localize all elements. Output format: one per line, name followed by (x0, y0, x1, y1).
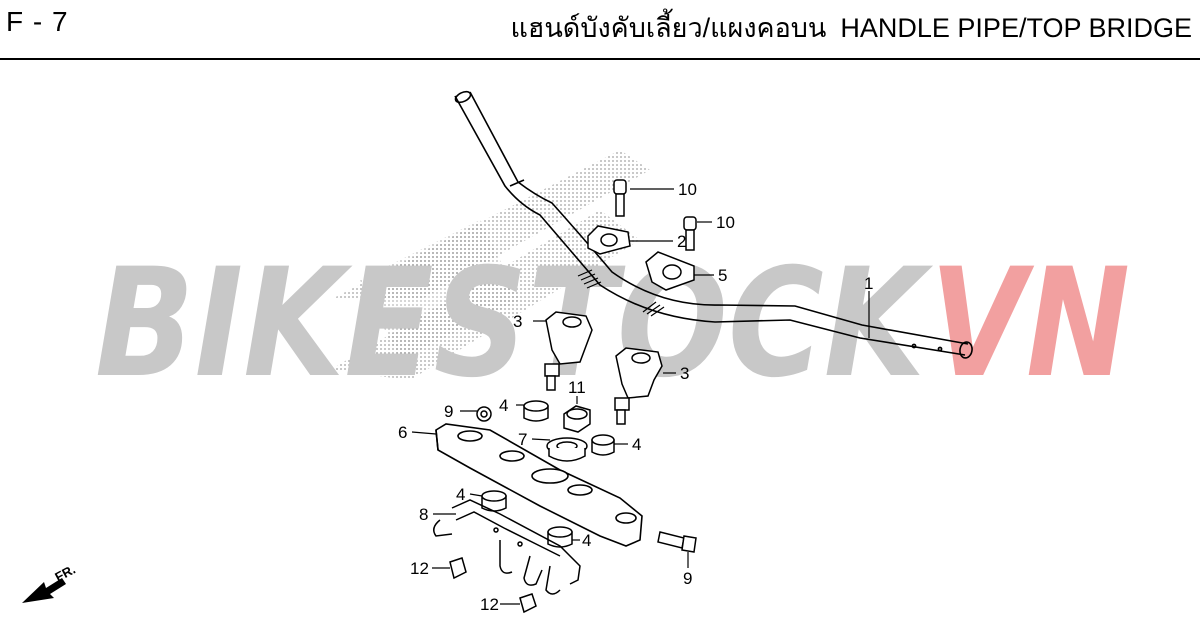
cushion-4-d (547, 526, 573, 548)
top-bridge-6 (435, 423, 643, 547)
page-title-english: HANDLE PIPE/TOP BRIDGE (840, 13, 1192, 43)
callout-8: 8 (419, 505, 428, 524)
callout-labels: 10 10 2 5 1 3 3 11 4 9 6 7 4 4 8 4 9 12 … (398, 180, 873, 614)
callout-9-upper: 9 (444, 402, 453, 421)
stipple-watermark (330, 150, 650, 380)
page-code: F - 7 (6, 6, 69, 37)
callout-4-b: 4 (632, 435, 641, 454)
leader-lines (411, 188, 870, 605)
callout-3-left: 3 (513, 312, 522, 331)
callout-7: 7 (518, 430, 527, 449)
clip-nut-12-a (449, 557, 467, 580)
callout-12-b: 12 (480, 595, 499, 614)
page-title-thai: แฮนด์บังคับเลี้ยว/แผงคอบน (510, 13, 827, 43)
lower-holder-3-right (614, 347, 663, 425)
clip-nut-12-b (519, 593, 537, 614)
bolt-9-long (657, 531, 697, 553)
callout-11: 11 (568, 378, 586, 397)
upper-holder-5 (645, 251, 695, 291)
callout-5: 5 (718, 266, 727, 285)
front-arrow-icon: FR. (22, 562, 78, 603)
lower-holder-3-left (544, 311, 593, 391)
bolt-10-left (613, 179, 627, 217)
callout-6: 6 (398, 423, 407, 442)
upper-holder-2 (587, 225, 631, 255)
callout-4-c: 4 (456, 485, 465, 504)
callout-10-upper: 10 (678, 180, 697, 199)
cushion-4-c (481, 490, 507, 512)
callout-3-right: 3 (680, 364, 689, 383)
bolt-10-right (683, 216, 697, 251)
callout-10-lower: 10 (716, 213, 735, 232)
watermark-main-text: BIKESTOCK (95, 237, 934, 411)
nut-11 (563, 405, 591, 433)
nut-9-small (476, 406, 492, 422)
front-direction-label: FR. (52, 562, 78, 585)
handle-pipe (454, 90, 973, 359)
cushion-4-b (591, 434, 615, 456)
cushion-4-a (523, 400, 549, 422)
watermark-accent-text: VN (930, 237, 1130, 411)
callout-9-lower: 9 (683, 569, 692, 588)
bracket-8 (433, 499, 581, 595)
callout-12-a: 12 (410, 559, 429, 578)
page-title: แฮนด์บังคับเลี้ยว/แผงคอบน HANDLE PIPE/TOP… (510, 6, 1192, 49)
callout-2: 2 (677, 232, 686, 251)
callout-4-a: 4 (499, 396, 508, 415)
header-divider (0, 58, 1200, 60)
brand-watermark: BIKESTOCK VN (95, 237, 1130, 411)
washer-7 (546, 437, 588, 462)
callout-4-d: 4 (582, 531, 591, 550)
callout-1: 1 (864, 274, 873, 293)
